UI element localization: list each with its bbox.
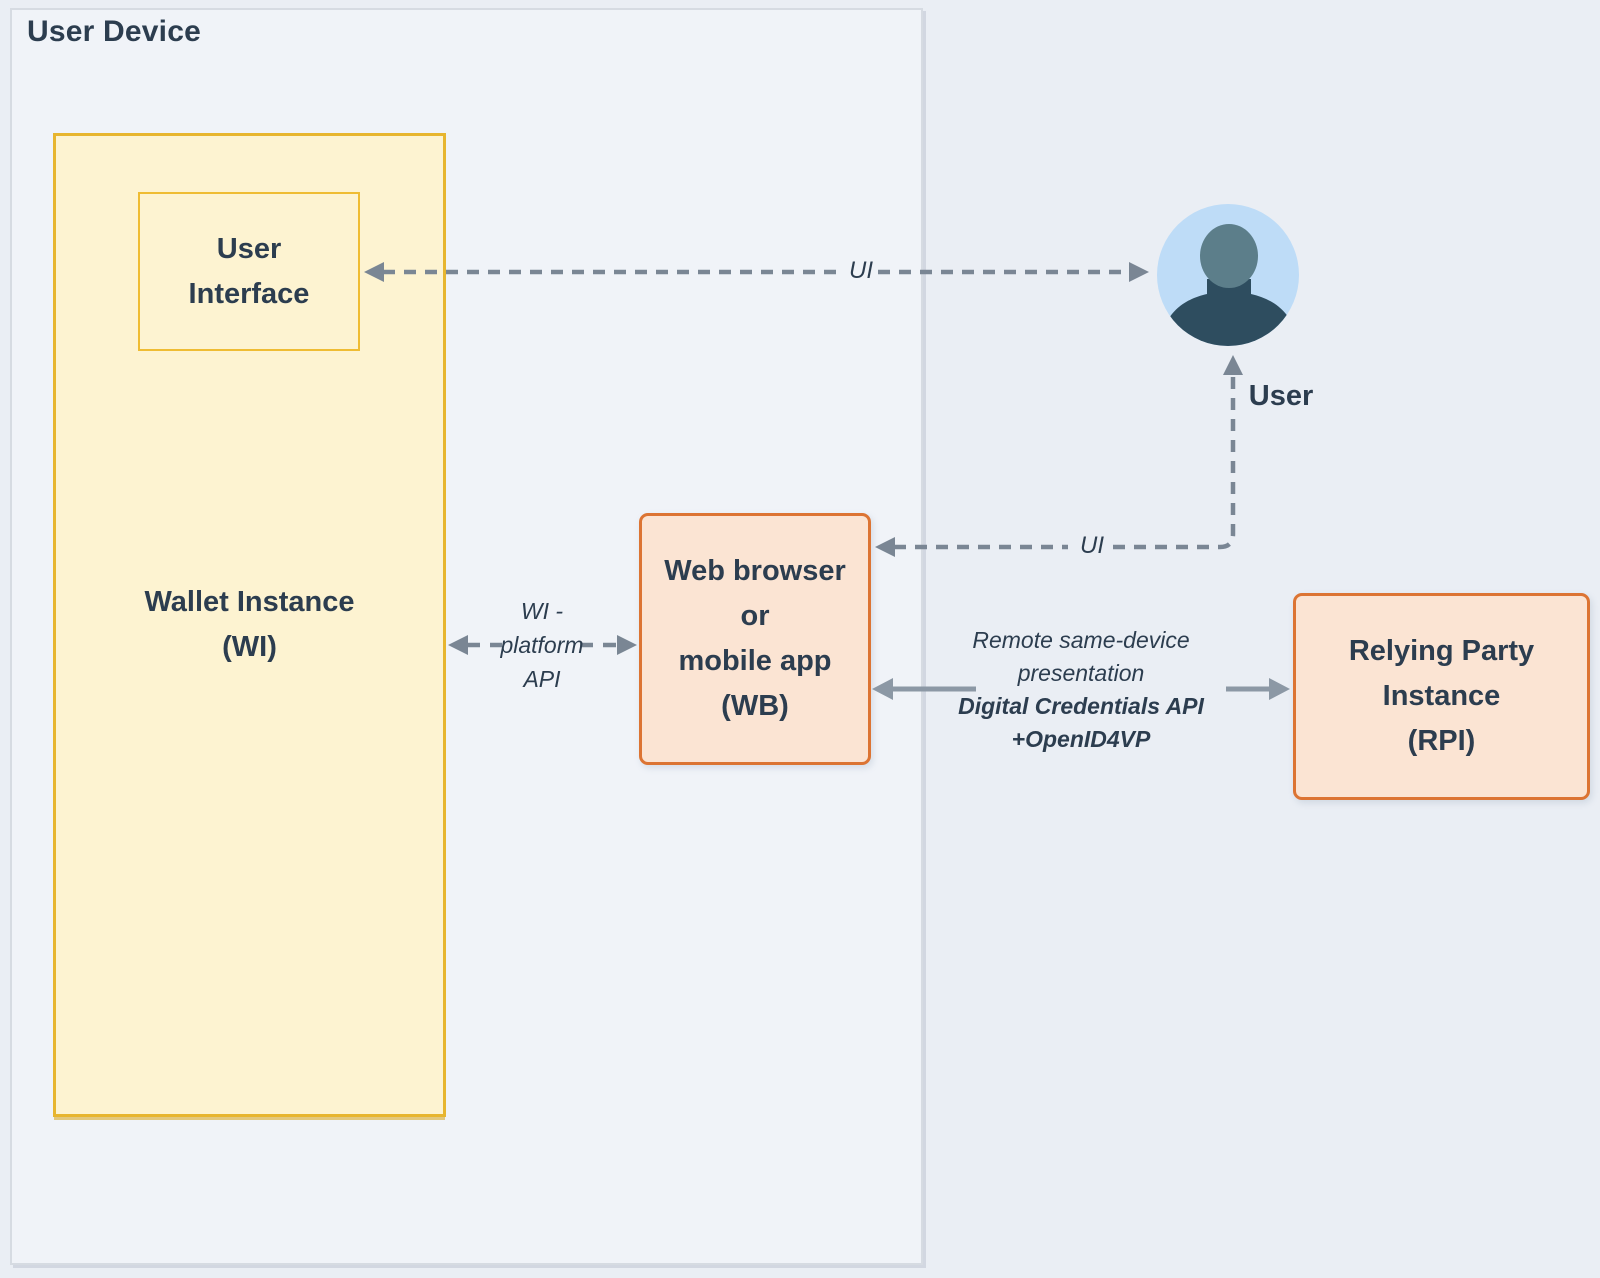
edge-label-ui-top: UI [849, 257, 873, 284]
user-interface-label-line: User [216, 232, 282, 265]
web-browser-label-line: or [740, 600, 770, 632]
user-interface-label-line: Interface [188, 277, 310, 310]
user-label: User [1248, 380, 1314, 412]
relying-party-label-line: (RPI) [1407, 725, 1476, 757]
relying-party-label-line: Instance [1382, 680, 1501, 712]
dashed-arrow-user-to-browser [875, 355, 1243, 557]
edge-label-line: +OpenID4VP [1011, 726, 1151, 752]
edge-label-line: presentation [1017, 660, 1145, 686]
edge-label-wi-platform-api: WI - platform API [500, 594, 583, 696]
web-browser-label-line: mobile app [678, 645, 832, 677]
web-browser-label-line: (WB) [721, 690, 789, 722]
web-browser-box: Web browser or mobile app (WB) [639, 513, 871, 765]
edge-label-remote-presentation: Remote same-device presentation Digital … [958, 624, 1204, 756]
wallet-instance-label: Wallet Instance (WI) [56, 580, 443, 670]
wallet-instance-label-line: Wallet Instance [144, 586, 355, 618]
user-avatar-icon [1157, 204, 1299, 346]
user-interface-box: User Interface [138, 192, 360, 351]
relying-party-label-line: Relying Party [1348, 635, 1535, 667]
edge-label-line: Digital Credentials API [958, 693, 1204, 719]
relying-party-box: Relying Party Instance (RPI) [1293, 593, 1590, 800]
edge-label-line: Remote same-device [972, 627, 1190, 653]
web-browser-label-line: Web browser [664, 555, 846, 587]
wallet-instance-box: User Interface Wallet Instance (WI) [53, 133, 446, 1117]
edge-label-line: WI - [520, 598, 564, 624]
user-device-title: User Device [27, 15, 201, 48]
edge-label-ui-mid: UI [1080, 532, 1104, 559]
edge-label-line: platform [500, 632, 584, 658]
wallet-instance-label-line: (WI) [222, 631, 277, 663]
edge-label-line: API [523, 666, 561, 692]
